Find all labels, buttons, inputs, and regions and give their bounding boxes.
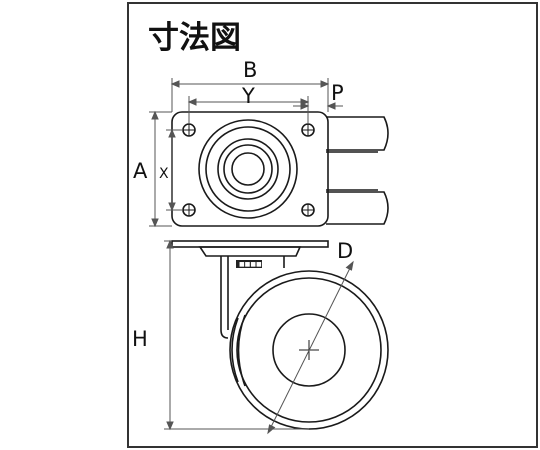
- bolt-centerlines: [183, 124, 314, 216]
- side-fork: [220, 256, 285, 339]
- drawing-title: 寸法図: [148, 20, 241, 56]
- wheel-hub: [272, 313, 346, 387]
- dim-a-line: [149, 111, 172, 227]
- label-x: X: [159, 166, 169, 182]
- label-h: H: [132, 327, 148, 351]
- brand-stamp-text: ■■■■: [239, 261, 262, 268]
- wheel-tread: [236, 277, 382, 423]
- swivel-ring-outer: [198, 119, 298, 219]
- side-swivel-body: [198, 246, 302, 257]
- swivel-ring-3: [217, 138, 279, 200]
- dim-x-line: [166, 129, 183, 211]
- label-d: D: [337, 239, 353, 263]
- side-arm: [326, 116, 389, 225]
- dim-y-line: [188, 96, 309, 124]
- brand-stamp: [236, 260, 262, 268]
- wheel-arc-inner: [237, 314, 246, 387]
- label-y: Y: [241, 84, 255, 108]
- swivel-ring-2: [205, 126, 291, 212]
- swivel-ring-4: [223, 144, 273, 194]
- dim-d: [267, 260, 354, 435]
- label-p: P: [331, 81, 344, 105]
- label-a: A: [133, 159, 148, 183]
- dim-h: [164, 239, 309, 431]
- side-view: [171, 240, 389, 430]
- label-b: B: [243, 58, 257, 82]
- top-view: [171, 111, 389, 227]
- side-top-plate: [171, 240, 329, 248]
- drawing-frame: [127, 2, 538, 448]
- dim-h-line: [164, 240, 309, 430]
- top-dimension-lines: [149, 78, 343, 228]
- swivel-core: [231, 152, 265, 186]
- wheel-arc-inner-2: [231, 317, 239, 383]
- dim-d-line: [267, 261, 354, 434]
